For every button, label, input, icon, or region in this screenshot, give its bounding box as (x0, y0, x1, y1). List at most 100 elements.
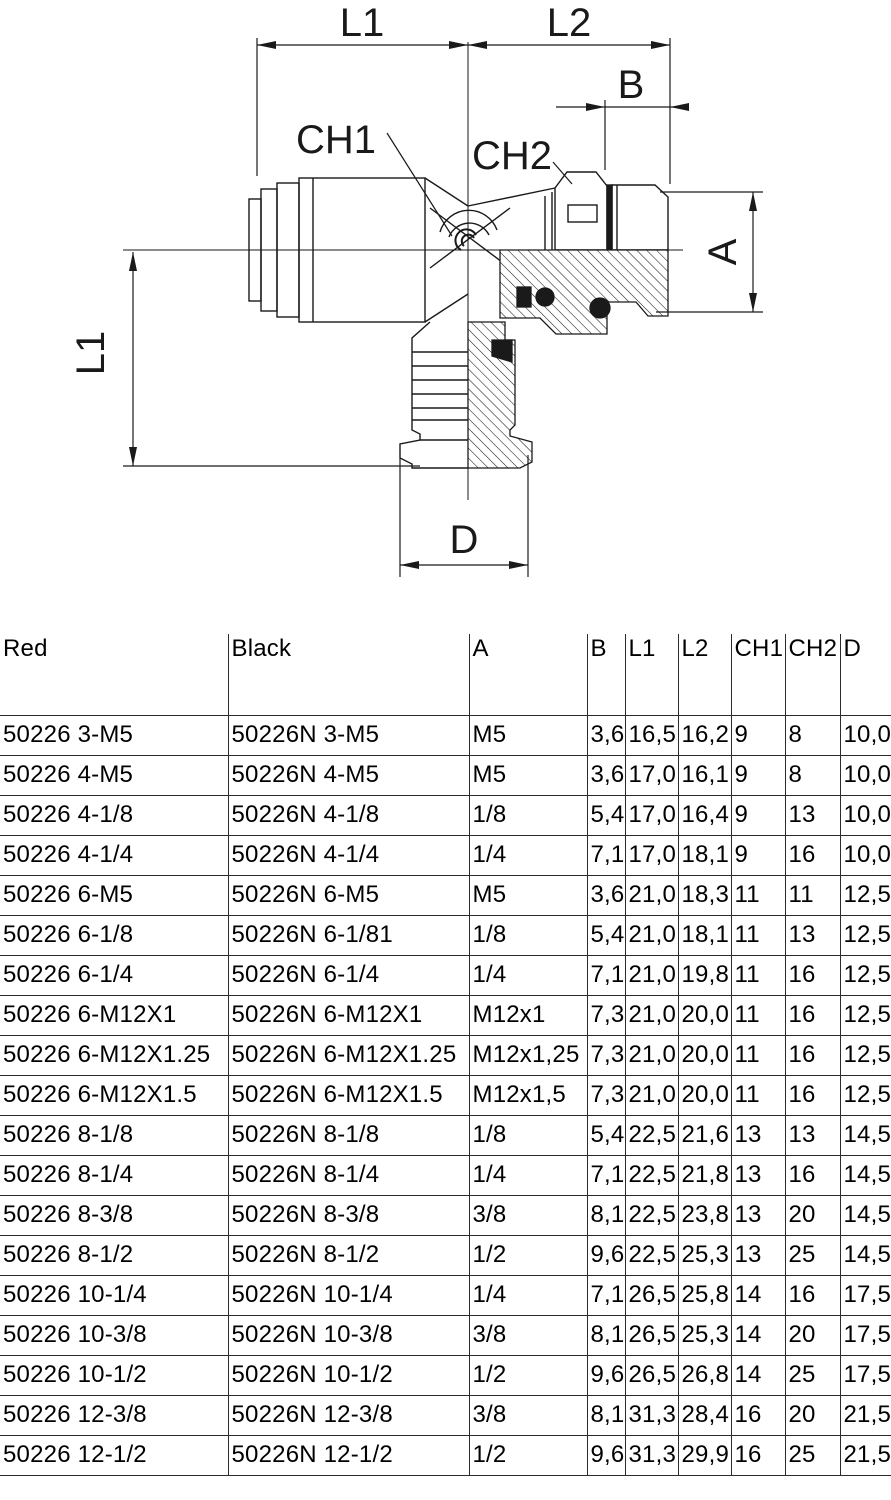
table-cell: 50226N 6-1/81 (227, 915, 469, 956)
dim-label-l1-left: L1 (69, 331, 113, 376)
dim-label-l2-top: L2 (547, 1, 592, 45)
table-cell: 50226 12-1/2 (0, 1435, 228, 1476)
table-cell: 21,5 (839, 1395, 891, 1436)
stem-section (467, 321, 533, 469)
table-cell: 13 (784, 795, 840, 836)
column-header-ch1: CH1 (730, 634, 785, 716)
table-cell: 50226N 8-1/2 (227, 1235, 469, 1276)
table-cell: 16 (784, 1075, 840, 1116)
column-header-red: Red (3, 635, 48, 662)
table-cell: 20,0 (677, 1075, 731, 1116)
table-cell: M12x1 (468, 995, 587, 1036)
table-cell: 50226N 10-3/8 (227, 1315, 469, 1356)
table-cell: 8,1 (586, 1395, 625, 1436)
table-cell: 50226N 4-1/4 (227, 835, 469, 876)
table-cell: 50226 6-M12X1.5 (0, 1075, 228, 1116)
table-cell: 13 (730, 1235, 785, 1276)
table-cell: 50226N 8-1/8 (227, 1115, 469, 1156)
table-cell: 14 (730, 1315, 785, 1356)
table-cell: 21,0 (624, 1035, 678, 1076)
table-cell: 11 (730, 915, 785, 956)
table-cell: 50226N 6-M12X1.25 (227, 1035, 469, 1076)
table-cell: 5,4 (586, 795, 625, 836)
table-cell: 50226 6-M12X1.25 (0, 1035, 228, 1076)
table-cell: 8,1 (586, 1195, 625, 1236)
table-cell: 25,3 (677, 1315, 731, 1356)
table-cell: 50226N 10-1/4 (227, 1275, 469, 1316)
table-cell: 50226 6-M5 (0, 875, 228, 916)
table-cell: 21,5 (839, 1435, 891, 1476)
table-cell: 1/4 (468, 955, 587, 996)
table-cell: 11 (730, 995, 785, 1036)
table-cell: 3/8 (468, 1315, 587, 1356)
dimension-labels: L1 L2 B CH1 CH2 A L1 D (69, 1, 745, 562)
table-cell: M5 (468, 715, 587, 756)
table-cell: 1/2 (468, 1235, 587, 1276)
table-cell: 50226 4-1/4 (0, 835, 228, 876)
table-cell: 20 (784, 1315, 840, 1356)
table-cell: 1/4 (468, 835, 587, 876)
table-cell: 14,5 (839, 1155, 891, 1196)
table-cell: 50226N 6-M12X1 (227, 995, 469, 1036)
table-cell: 10,0 (839, 795, 891, 836)
table-cell: 16 (730, 1395, 785, 1436)
table-cell: 21,0 (624, 995, 678, 1036)
table-cell: 29,9 (677, 1435, 731, 1476)
table-cell: 50226N 4-M5 (227, 755, 469, 796)
bottom-stem (399, 321, 468, 469)
table-cell: 26,5 (624, 1275, 678, 1316)
table-cell: 21,0 (624, 875, 678, 916)
table-cell: 3,6 (586, 875, 625, 916)
table-cell: 25 (784, 1235, 840, 1276)
table-cell: 16,2 (677, 715, 731, 756)
section-parts (467, 249, 669, 469)
table-cell: 22,5 (624, 1195, 678, 1236)
table-cell: 50226 8-1/2 (0, 1235, 228, 1276)
table-cell: 50226 10-1/4 (0, 1275, 228, 1316)
table-cell: 7,3 (586, 1075, 625, 1116)
table-cell: 50226N 6-M5 (227, 875, 469, 916)
table-cell: 31,3 (624, 1435, 678, 1476)
table-cell: 50226 12-3/8 (0, 1395, 228, 1436)
table-cell: 22,5 (624, 1155, 678, 1196)
table-cell: 16 (784, 995, 840, 1036)
brand-logo (454, 228, 477, 251)
table-cell: 12,5 (839, 1035, 891, 1076)
seal-band (606, 184, 613, 251)
table-cell: 14 (730, 1355, 785, 1396)
table-cell: 13 (730, 1155, 785, 1196)
dimension-arrows (129, 41, 757, 569)
table-cell: 50226 10-3/8 (0, 1315, 228, 1356)
table-cell: 16 (784, 835, 840, 876)
table-cell: 7,3 (586, 995, 625, 1036)
table-cell: 9,6 (586, 1235, 625, 1276)
ch2-leader-line (552, 161, 573, 185)
table-cell: 1/4 (468, 1155, 587, 1196)
dim-label-l1-top: L1 (340, 1, 385, 45)
table-cell: M12x1,5 (468, 1075, 587, 1116)
table-cell: 8 (784, 715, 840, 756)
table-cell: 17,0 (624, 835, 678, 876)
male-thread (611, 184, 669, 251)
table-cell: 26,5 (624, 1355, 678, 1396)
technical-drawing: L1 L2 B CH1 CH2 A L1 D (0, 0, 891, 630)
table-cell: 14,5 (839, 1235, 891, 1276)
column-header-a: A (468, 634, 587, 716)
table-cell: 12,5 (839, 915, 891, 956)
table-cell: 17,5 (839, 1355, 891, 1396)
column-header-d: D (839, 634, 891, 716)
table-cell: 28,4 (677, 1395, 731, 1436)
table-cell: M12x1,25 (468, 1035, 587, 1076)
table-cell: 25,3 (677, 1235, 731, 1276)
table-cell: 25 (784, 1355, 840, 1396)
dim-label-d: D (450, 518, 479, 562)
hex-nut-flat-mark (567, 204, 598, 223)
table-cell: 16 (730, 1435, 785, 1476)
table-cell: 9 (730, 835, 785, 876)
